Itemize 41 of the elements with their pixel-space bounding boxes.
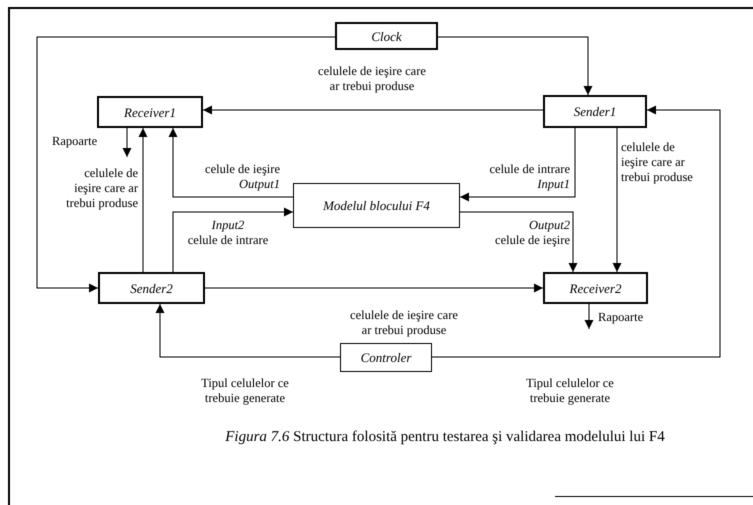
edge-label: celulele de ieşire care ar trebui produse [65, 166, 138, 211]
edge-label: Rapoarte [598, 310, 644, 325]
arrow [460, 128, 576, 202]
process-box [293, 183, 460, 228]
arrow [432, 106, 720, 358]
box-label: Receiver1 [124, 106, 176, 118]
arrow [612, 128, 622, 272]
process-box [335, 22, 438, 50]
edge-label: celule de ieşire Output1 [204, 162, 280, 192]
arrow [172, 208, 294, 272]
process-box [543, 95, 647, 128]
arrow [204, 284, 544, 292]
edge-label: celulele de ieşire care ar trebui produse [318, 64, 426, 94]
edge-label: Tipul celulelor ce trebuie generate [200, 376, 290, 406]
edge-label: Tipul celulelor ce trebuie generate [525, 376, 615, 406]
arrow [36, 36, 336, 292]
edge-label: celulele de ieşire care ar trebui produse [621, 140, 694, 185]
box-label: Clock [371, 30, 402, 42]
process-box [98, 272, 205, 304]
arrow [138, 128, 148, 272]
arrow [122, 128, 132, 158]
edge-label: celule de intrare Input1 [488, 162, 570, 192]
box-label: Receiver2 [570, 282, 622, 294]
edge-label: Output2 celule de ieşire [494, 218, 570, 248]
process-box [97, 96, 203, 128]
box-label: Controler [360, 351, 412, 364]
arrow [438, 36, 592, 96]
arrow [168, 128, 294, 198]
box-label: Sender1 [574, 105, 616, 118]
edge-label: Input2 celule de intrare [186, 218, 270, 248]
arrow [202, 106, 544, 114]
process-box [340, 343, 432, 372]
arrow [156, 304, 340, 358]
arrow [460, 212, 578, 272]
caption: Figura 7.6 Structura folosită pentru testarea şi validarea modelului lui F4 [224, 428, 666, 447]
edge-label: celulele de ieşire care ar trebui produse [350, 308, 458, 338]
arrow [584, 304, 594, 330]
box-label: Modelul blocului F4 [323, 199, 430, 212]
box-label: Sender2 [130, 282, 173, 294]
process-box [543, 272, 648, 304]
edge-label: Rapoarte [52, 134, 98, 149]
